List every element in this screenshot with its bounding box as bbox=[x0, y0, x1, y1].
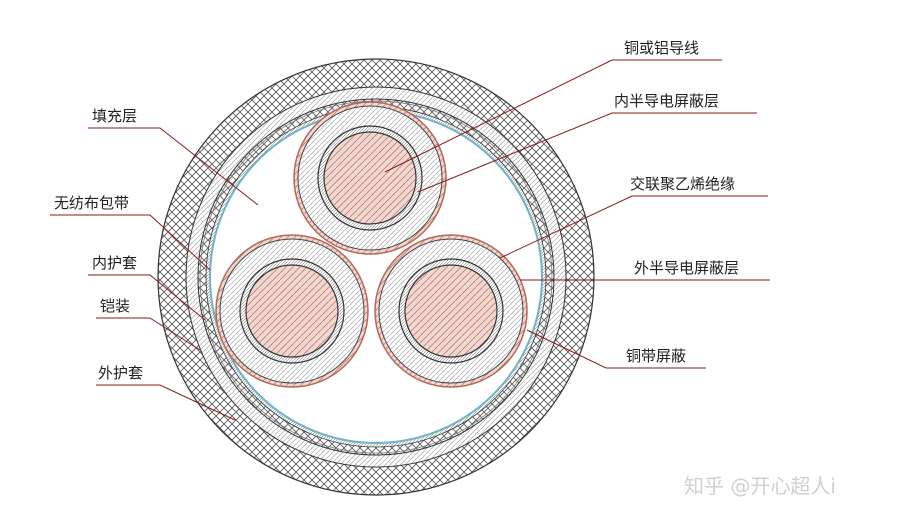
label-inner-sheath: 内护套 bbox=[92, 254, 137, 272]
core-right bbox=[374, 234, 528, 388]
label-armor: 铠装 bbox=[100, 297, 130, 315]
leader-xlpe bbox=[499, 195, 768, 259]
leader-copper-tape bbox=[526, 329, 706, 369]
label-nonwoven: 无纺布包带 bbox=[54, 194, 129, 212]
leader-nonwoven bbox=[50, 214, 211, 271]
watermark: 知乎 @开心超人i bbox=[684, 474, 836, 498]
label-xlpe: 交联聚乙烯绝缘 bbox=[630, 175, 735, 193]
leader-conductor bbox=[384, 59, 722, 173]
label-copper-tape: 铜带屏蔽 bbox=[626, 347, 686, 365]
label-conductor: 铜或铝导线 bbox=[624, 39, 699, 57]
leader-inner-semicon bbox=[417, 112, 757, 193]
label-inner-semicon: 内半导电屏蔽层 bbox=[614, 92, 719, 110]
leader-armor bbox=[96, 317, 201, 351]
label-outer-semicon: 外半导电屏蔽层 bbox=[634, 259, 739, 277]
labels: 铜或铝导线 内半导电屏蔽层 交联聚乙烯绝缘 外半导电屏蔽层 铜带屏蔽 填充层 无… bbox=[54, 39, 739, 382]
leader-filler bbox=[88, 127, 259, 206]
label-filler: 填充层 bbox=[92, 107, 137, 125]
core-left bbox=[215, 234, 369, 388]
label-outer-sheath: 外护套 bbox=[98, 364, 143, 382]
core-top bbox=[293, 101, 447, 255]
leader-inner-sheath bbox=[88, 274, 206, 321]
leader-outer-sheath bbox=[96, 384, 236, 421]
leader-lines bbox=[50, 59, 770, 421]
